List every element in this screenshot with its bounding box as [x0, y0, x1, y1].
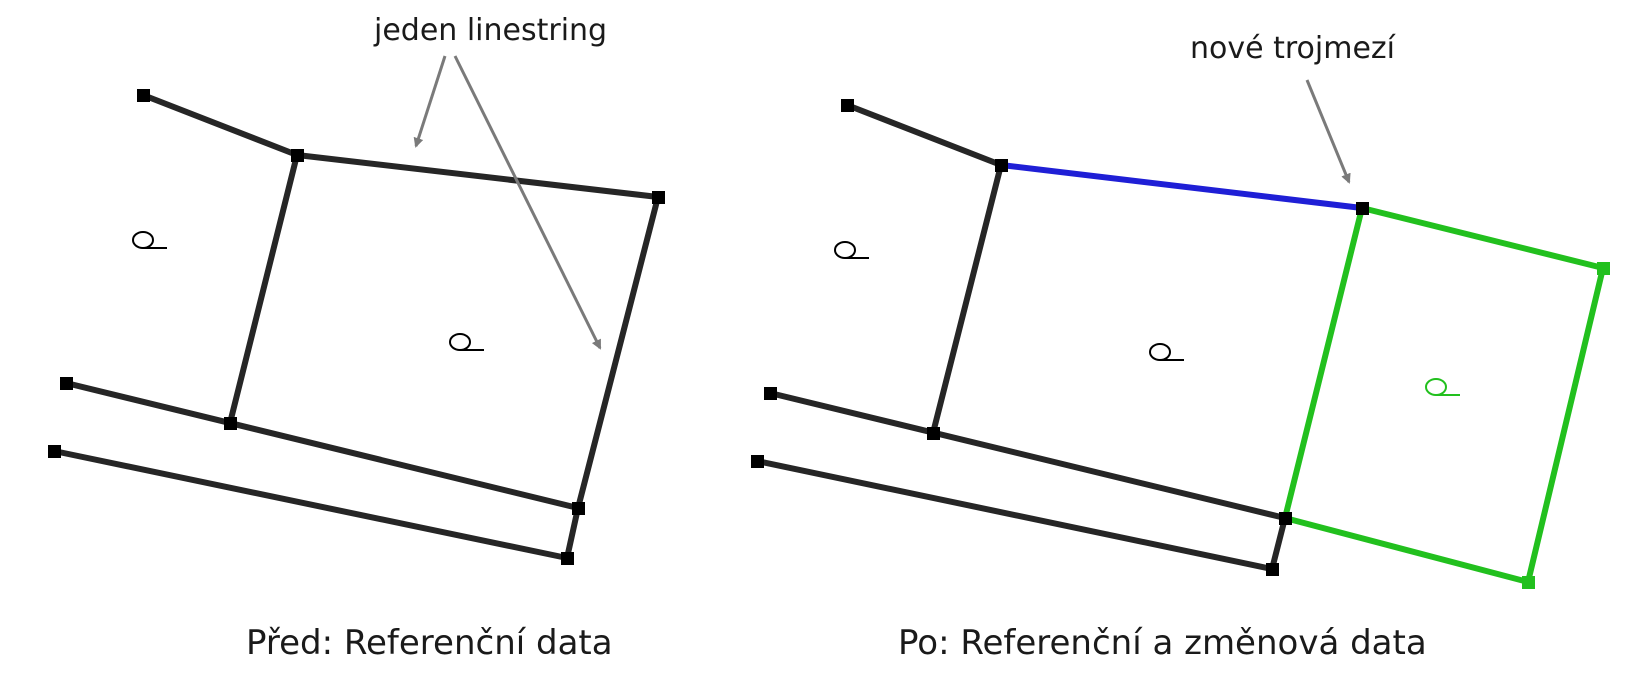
- panel-caption: Po: Referenční a změnová data: [898, 623, 1427, 663]
- annotation-label: jeden linestring: [373, 13, 607, 48]
- annotation-arrow-icon: [413, 55, 447, 148]
- right-panel: nové trojmezí Po: Referenční a změnová d…: [751, 31, 1610, 663]
- ref-line: [754, 458, 1275, 572]
- parcel-definition-point-icon: [1425, 378, 1460, 396]
- new-parcel-line: [1359, 205, 1606, 271]
- ref-line: [564, 505, 581, 561]
- new-parcel-line: [1282, 515, 1531, 585]
- ref-line: [63, 380, 581, 511]
- ref-line: [51, 448, 570, 561]
- parcel-definition-point-icon: [1149, 343, 1184, 361]
- annotation-arrow-icon: [1305, 79, 1351, 184]
- parcel-definition-point-icon: [449, 333, 484, 351]
- vertex-square-icon: [1279, 512, 1292, 525]
- annotation-label: nové trojmezí: [1190, 31, 1397, 66]
- ref-line: [140, 92, 300, 158]
- ref-line: [844, 102, 1004, 168]
- vertex-square-icon: [995, 159, 1008, 172]
- vertex-square-icon: [60, 377, 73, 390]
- ref-line: [1269, 515, 1288, 572]
- ref-line: [767, 390, 1288, 521]
- shared-boundary-line: [998, 162, 1365, 211]
- vertex-square-icon: [751, 455, 764, 468]
- vertex-square-icon: [291, 149, 304, 162]
- vertex-square-icon: [764, 387, 777, 400]
- jeden-linestring-top: [294, 152, 661, 200]
- jeden-linestring-right: [575, 194, 661, 511]
- new-parcel-line: [1525, 265, 1606, 585]
- vertex-square-icon: [927, 427, 940, 440]
- vertex-square-icon: [841, 99, 854, 112]
- vertex-square-icon: [224, 417, 237, 430]
- parcel-definition-point-icon: [834, 241, 869, 259]
- vertex-square-icon: [48, 445, 61, 458]
- vertex-square-icon: [1522, 576, 1535, 589]
- ref-line: [227, 152, 300, 426]
- new-parcel-line: [1282, 205, 1365, 521]
- vertex-square-icon: [572, 502, 585, 515]
- annotation-arrow-icon: [453, 55, 602, 350]
- left-panel: jeden linestring Před: Referenční data: [48, 13, 665, 663]
- vertex-square-icon: [1356, 202, 1369, 215]
- vertex-square-icon: [1266, 563, 1279, 576]
- panel-caption: Před: Referenční data: [246, 623, 613, 663]
- vertex-square-icon: [137, 89, 150, 102]
- parcel-definition-point-icon: [132, 231, 167, 249]
- vertex-square-icon: [561, 552, 574, 565]
- vertex-square-icon: [1597, 262, 1610, 275]
- vertex-square-icon: [652, 191, 665, 204]
- ref-line: [930, 162, 1004, 436]
